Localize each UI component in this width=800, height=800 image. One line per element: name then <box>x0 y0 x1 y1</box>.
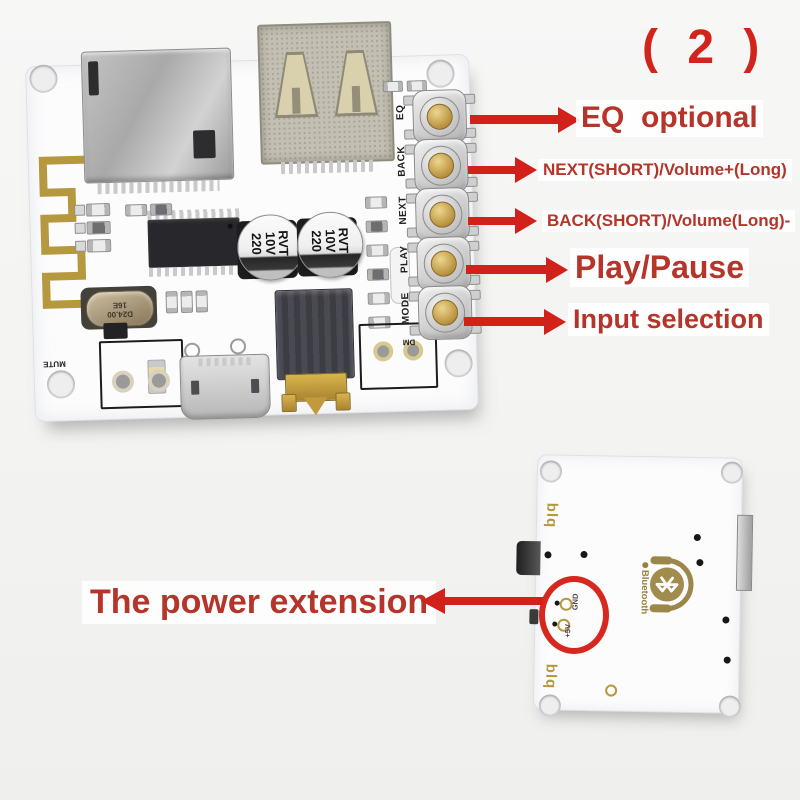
smd-component <box>86 238 112 253</box>
micro-usb-port <box>179 353 272 421</box>
main-ic-chip <box>147 217 241 268</box>
micro-sd-slot <box>80 47 235 184</box>
annotation-arrowhead <box>515 157 537 183</box>
button-silk-label: NEXT <box>397 195 410 225</box>
button-silk-label: MODE <box>400 292 412 325</box>
solder-pad <box>372 341 394 362</box>
blq-silk-mark: blq <box>542 663 560 690</box>
smd-component <box>74 222 86 234</box>
bluetooth-mini-logo-icon <box>641 561 648 568</box>
power-pads-circle-annotation <box>539 576 609 654</box>
button-silk-label: BACK <box>395 145 408 177</box>
solder-dot <box>723 656 731 664</box>
solder-dot <box>693 533 701 542</box>
bluetooth-receiver-board-back: blq blq GND +5V Bluetooth <box>516 454 754 718</box>
mounting-hole <box>444 348 473 378</box>
smd-component <box>364 196 388 209</box>
audio-jack-3-5mm <box>274 288 355 381</box>
smd-component <box>195 290 209 313</box>
annotation-arrow-next <box>468 217 518 225</box>
audio-jack-tip <box>303 396 328 416</box>
capacitor-marking: RVT 10V 220 <box>249 230 292 257</box>
usb-shell-tab <box>333 49 379 116</box>
audio-jack-foot <box>335 392 351 411</box>
power-extension-arrow <box>443 597 543 605</box>
solder-dot <box>722 616 730 624</box>
smd-component <box>85 202 111 217</box>
solder-dot <box>544 551 552 559</box>
usb-pins <box>280 159 374 175</box>
annotation-arrowhead <box>544 309 566 335</box>
power-extension-label: The power extension <box>82 581 437 624</box>
via-hole <box>605 684 618 697</box>
transistor <box>103 322 128 340</box>
annotation-label-back: NEXT(SHORT)/Volume+(Long) <box>538 159 792 181</box>
tact-button-mode <box>408 282 482 344</box>
smd-component <box>150 203 173 216</box>
bluetooth-receiver-board-front: RVT 10V 220 RVT 10V 220 D24.00 16E <box>25 21 482 423</box>
mounting-hole <box>29 64 58 94</box>
smd-component <box>180 290 194 314</box>
ic-pins-bottom <box>148 265 242 277</box>
smd-component <box>367 292 390 305</box>
button-silk-label: EQ <box>394 104 407 121</box>
crystal-marking: D24.00 16E <box>107 300 134 319</box>
annotation-arrow-mode <box>464 317 546 326</box>
blq-silk-mark: blq <box>542 502 561 529</box>
bluetooth-logo-icon <box>649 556 694 613</box>
smd-component <box>365 220 388 233</box>
mute-silk-label: MUTE <box>42 359 66 369</box>
annotation-label-eq: EQ optional <box>576 100 763 137</box>
figure-label: ( 2 ) <box>642 21 768 74</box>
power-pad-box <box>98 338 185 410</box>
smd-component <box>86 220 111 235</box>
edge-component <box>529 609 539 625</box>
usb-edge-strip <box>735 514 754 591</box>
micro-usb-pins <box>198 357 251 367</box>
solder-dot <box>580 550 588 559</box>
mounting-hole <box>538 694 562 717</box>
annotation-arrowhead <box>515 208 537 234</box>
annotation-arrowhead <box>558 107 580 133</box>
ic-pin1-dot <box>227 223 233 229</box>
smd-component <box>366 244 389 257</box>
annotation-label-next: BACK(SHORT)/Volume(Long)- <box>542 210 796 232</box>
smd-component <box>75 240 87 252</box>
button-silk-label: PLAY <box>398 245 411 274</box>
bluetooth-wordmark: Bluetooth <box>637 553 650 623</box>
usb-a-port <box>257 21 395 165</box>
solder-pad <box>147 369 171 392</box>
mounting-hole <box>426 59 455 89</box>
audio-jack-foot <box>281 393 297 413</box>
mounting-hole <box>720 461 744 484</box>
annotation-arrow-back <box>468 166 518 174</box>
solder-pad <box>229 338 247 355</box>
mounting-hole <box>46 370 76 399</box>
annotation-arrowhead <box>546 257 568 283</box>
annotation-label-mode: Input selection <box>568 303 769 337</box>
smd-component <box>165 291 179 314</box>
jack-barrel <box>516 540 541 576</box>
power-extension-arrowhead <box>421 588 445 614</box>
sd-slot-pins <box>97 179 220 195</box>
annotation-arrow-play <box>466 265 548 274</box>
annotation-arrow-eq <box>470 115 562 124</box>
annotation-label-play: Play/Pause <box>570 248 749 287</box>
smd-component <box>125 203 148 217</box>
capacitor-marking: RVT 10V 220 <box>309 227 352 254</box>
mounting-hole <box>539 460 563 483</box>
solder-pad <box>111 370 135 393</box>
smd-component <box>366 268 390 281</box>
sd-slot-notch <box>88 61 99 96</box>
sd-slot-latch <box>192 129 216 159</box>
mounting-hole <box>718 695 742 718</box>
usb-shell-tab <box>273 51 319 118</box>
smd-component <box>74 204 86 216</box>
